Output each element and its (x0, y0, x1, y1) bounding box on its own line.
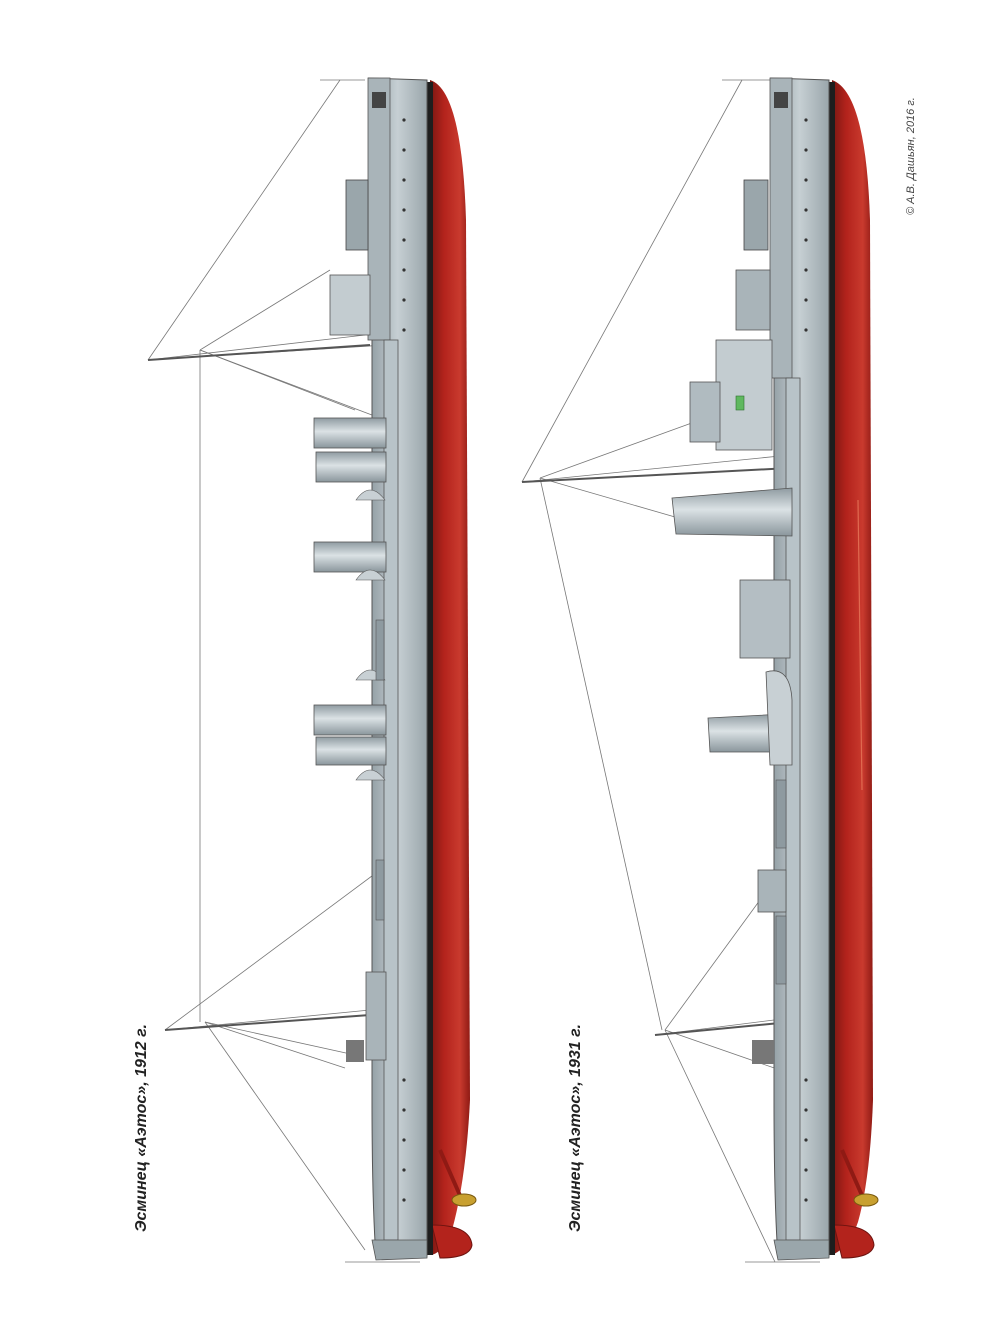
torpedo-tube (375, 619, 385, 681)
aft-gun (752, 1040, 774, 1064)
drawing-caption-1931: Эсминец «Аэтос», 1931 г. (567, 1024, 584, 1232)
forecastle (367, 77, 391, 341)
funnel-group-aft (707, 670, 793, 766)
conning-tower (372, 92, 386, 108)
author-credit: © А.В. Дашьян, 2016 г. (905, 97, 917, 215)
searchlight-platform (757, 869, 787, 913)
bridge-top (689, 381, 721, 443)
propeller-icon (853, 1193, 879, 1207)
mainmast (164, 1014, 371, 1031)
midship-gun-platform (739, 579, 791, 659)
bridge (715, 339, 773, 451)
funnel-icon (313, 704, 387, 736)
mainmast (654, 1021, 791, 1036)
secondary-gun (735, 269, 771, 331)
funnel-icon (313, 417, 387, 449)
ship-1912-drawing (147, 77, 477, 1263)
propeller-shaft (840, 1149, 866, 1201)
funnel-icon (313, 541, 387, 573)
searchlight-platform (365, 971, 387, 1061)
rigging-lines (147, 79, 420, 1263)
foremast (521, 467, 791, 483)
forecastle (769, 77, 793, 379)
propeller-shaft (438, 1149, 464, 1201)
bridge (329, 274, 371, 336)
ventilator-cowl (765, 670, 793, 766)
torpedo-tube (375, 859, 385, 921)
funnel-group-forward (313, 417, 387, 573)
bridge-window (735, 395, 745, 411)
forward-gun (743, 179, 769, 251)
torpedo-tube (775, 779, 787, 849)
hull-underwater (832, 80, 873, 1254)
propeller-icon (451, 1193, 477, 1207)
conning-tower (774, 92, 788, 108)
drawing-caption-1912: Эсминец «Аэтос», 1912 г. (133, 1024, 150, 1232)
stern (773, 1239, 830, 1261)
funnel-icon (315, 451, 387, 483)
portholes (804, 118, 808, 1202)
waterline-mark (857, 499, 863, 791)
funnel-group-aft (313, 704, 387, 766)
stern (371, 1239, 428, 1261)
ventilators (355, 489, 386, 781)
funnel-icon (315, 736, 387, 766)
aft-gun (346, 1040, 364, 1062)
foremast (147, 344, 371, 361)
boot-topping (427, 82, 433, 1255)
rudder-icon (833, 1224, 875, 1259)
funnel-icon (671, 487, 793, 537)
rudder-icon (431, 1224, 473, 1259)
ship-1931-drawing (521, 77, 879, 1263)
forward-gun (345, 179, 369, 251)
portholes (402, 118, 406, 1202)
hull-underwater (430, 80, 470, 1255)
torpedo-tube (775, 915, 787, 985)
funnel-group-forward (671, 487, 793, 537)
boot-topping (829, 82, 835, 1255)
